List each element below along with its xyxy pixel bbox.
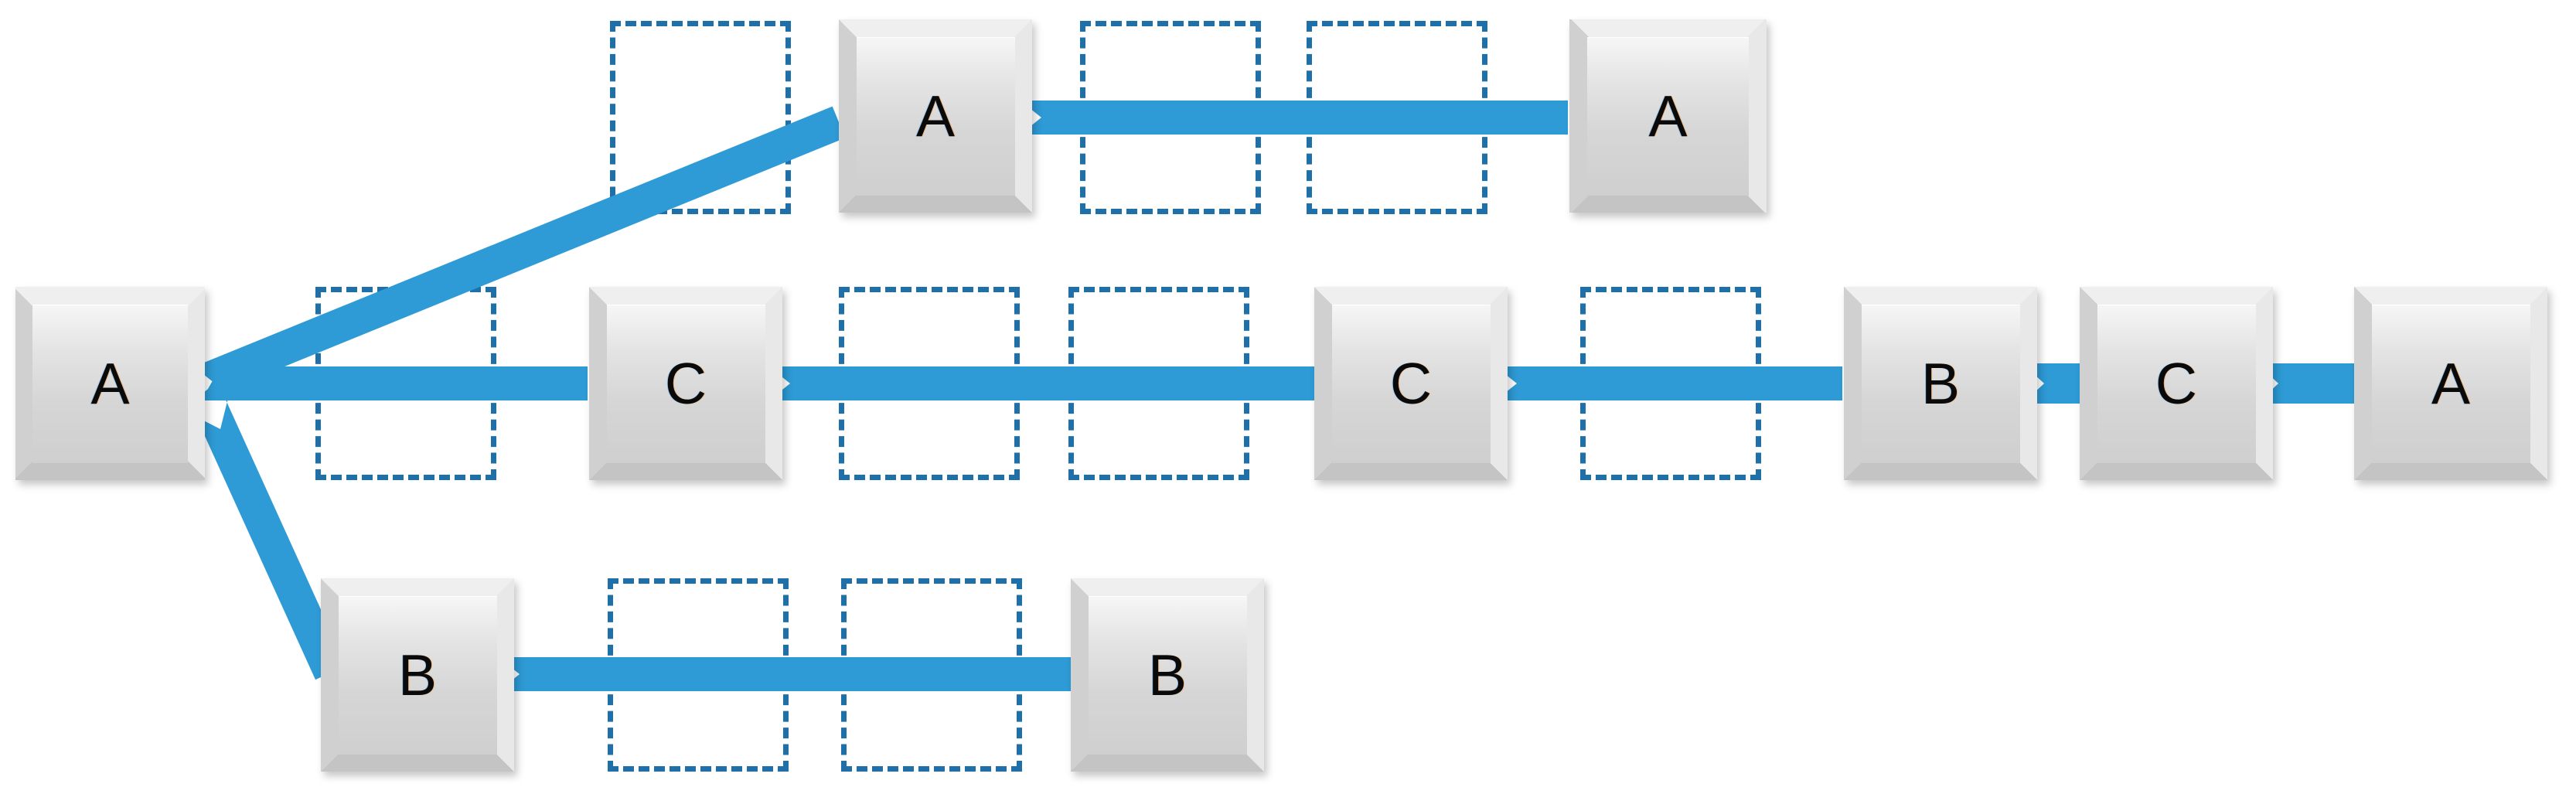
node-box-a[interactable]: A xyxy=(839,19,1032,213)
node-box-a[interactable]: A xyxy=(2354,287,2547,480)
dashed-placeholder-box xyxy=(1080,21,1261,214)
node-box-b[interactable]: B xyxy=(321,578,514,772)
dashed-placeholder-box xyxy=(839,287,1020,480)
dashed-placeholder-box xyxy=(1307,21,1487,214)
node-inner-panel xyxy=(1861,304,2020,463)
node-label: C xyxy=(1389,350,1433,416)
node-label: C xyxy=(664,350,707,416)
node-label: A xyxy=(2431,350,2471,416)
node-inner-panel xyxy=(606,304,765,463)
node-inner-panel xyxy=(1088,595,1247,755)
node-box-a[interactable]: A xyxy=(15,287,205,480)
node-inner-panel xyxy=(2097,304,2256,463)
node-label: A xyxy=(90,350,130,416)
node-label: B xyxy=(397,642,438,707)
dashed-placeholder-box xyxy=(841,578,1022,772)
node-inner-panel xyxy=(2371,304,2530,463)
dashed-placeholder-box xyxy=(1580,287,1761,480)
node-inner-panel xyxy=(856,36,1015,196)
node-label: A xyxy=(915,83,956,148)
node-label: B xyxy=(1147,642,1187,707)
node-inner-panel xyxy=(338,595,497,755)
node-box-a[interactable]: A xyxy=(1569,19,1767,213)
dashed-placeholder-box xyxy=(610,21,791,214)
dashed-placeholder-box xyxy=(608,578,789,772)
dashed-placeholder-box xyxy=(315,287,496,480)
node-inner-panel xyxy=(1331,304,1491,463)
node-label: B xyxy=(1920,350,1961,416)
node-label: C xyxy=(2155,350,2198,416)
node-inner-panel xyxy=(32,304,188,463)
node-box-c[interactable]: C xyxy=(1314,287,1508,480)
node-box-c[interactable]: C xyxy=(2080,287,2273,480)
node-inner-panel xyxy=(1586,36,1750,196)
dashed-placeholder-box xyxy=(1068,287,1249,480)
node-box-b[interactable]: B xyxy=(1844,287,2037,480)
node-box-b[interactable]: B xyxy=(1071,578,1264,772)
node-box-c[interactable]: C xyxy=(589,287,782,480)
node-label: A xyxy=(1648,83,1688,148)
